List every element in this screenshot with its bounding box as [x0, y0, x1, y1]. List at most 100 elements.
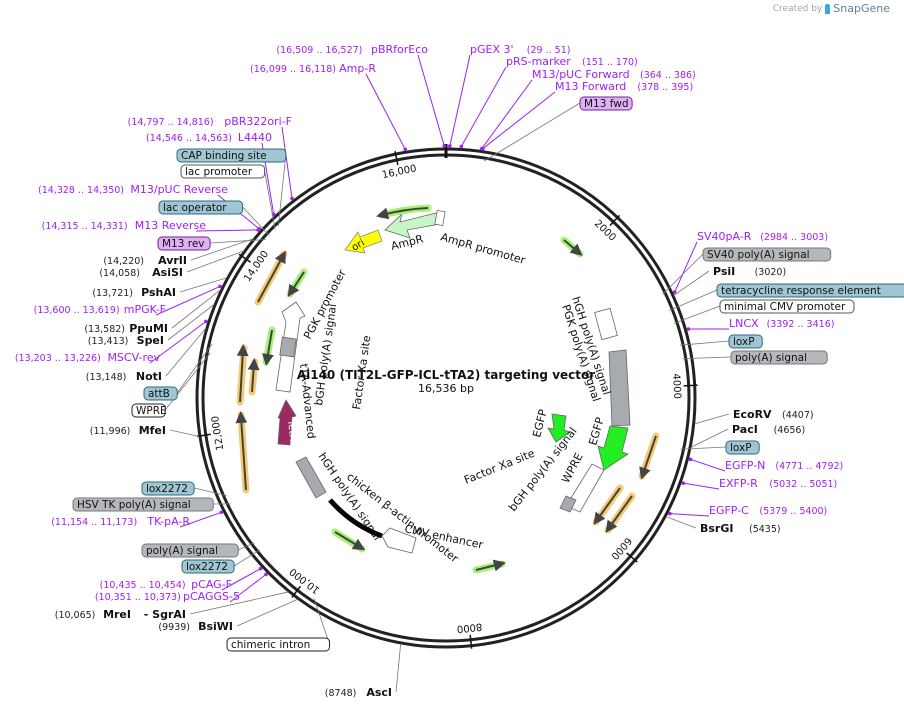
primer-range: (16,509 .. 16,527)	[276, 45, 362, 56]
primer-label[interactable]: pRS-marker(151 .. 170)	[506, 55, 638, 68]
feature-label-box[interactable]: HSV TK poly(A) signal	[72, 497, 214, 512]
primer-label[interactable]: pBRforEco (16,509 .. 16,527)	[276, 43, 428, 56]
bgh-polya-right-feature[interactable]	[559, 495, 577, 513]
feature-label-box[interactable]: lac operator	[158, 200, 244, 215]
tetr-feature[interactable]	[277, 399, 297, 446]
tick-mark	[683, 384, 698, 387]
inner-features	[275, 209, 631, 554]
enzyme-position: (11,996)	[90, 426, 131, 437]
primer-label[interactable]: M13 Forward(378 .. 395)	[555, 80, 693, 93]
ori-feature[interactable]	[344, 229, 383, 254]
feature-label-box[interactable]: lac promoter	[180, 164, 266, 179]
primer-label[interactable]: EGFP-C(5379 .. 5400)	[709, 504, 827, 517]
enzyme-name: MreI	[103, 608, 131, 621]
enzyme-label[interactable]: MfeI(11,996)	[90, 424, 166, 437]
primer-range: (5379 .. 5400)	[759, 506, 827, 517]
enzyme-label[interactable]: PpuMI(13,582)	[84, 322, 168, 335]
enzyme-name: AsiSI	[152, 266, 183, 279]
primer-leader-line	[482, 91, 556, 150]
primer-site-marker	[264, 572, 268, 577]
enzyme-leader-line	[395, 643, 402, 693]
feature-box-text: SV40 poly(A) signal	[707, 249, 810, 261]
hgh-polya-right-feature[interactable]	[594, 307, 618, 341]
enzyme-label[interactable]: SpeI(13,413)	[88, 334, 164, 347]
primer-range: (151 .. 170)	[582, 57, 638, 68]
feature-label-box[interactable]: WPRE	[131, 403, 167, 418]
feature-label-box[interactable]: minimal CMV promoter	[719, 299, 855, 314]
feature-label-box[interactable]: SV40 poly(A) signal	[702, 247, 832, 262]
enzyme-label[interactable]: AscI(8748)	[325, 686, 392, 699]
feature-box-bg	[143, 386, 178, 401]
primer-leader-line	[460, 66, 507, 147]
enzyme-label[interactable]: NotI(13,148)	[86, 370, 162, 383]
enzyme-position: (10,065)	[55, 610, 96, 621]
enzyme-position: (14,058)	[99, 268, 140, 279]
egfp-inner-feature[interactable]	[547, 413, 571, 443]
chicken-actin-promoter-feature[interactable]	[328, 498, 383, 539]
primer-label[interactable]: M13 Reverse(14,315 .. 14,331)	[42, 219, 207, 232]
enzyme-label[interactable]: BsrGI(5435)	[700, 522, 781, 535]
feature-label-box[interactable]: lox2272	[141, 481, 195, 496]
pgk-polya-feature[interactable]	[608, 349, 631, 427]
primer-label[interactable]: pCAGGS-5(10,351 .. 10,373)	[95, 590, 240, 603]
primer-label[interactable]: pBR322ori-F(14,797 .. 14,816)	[128, 115, 292, 128]
feature-box-bg	[730, 350, 828, 365]
primer-label[interactable]: TK-pA-R(11,154 .. 11,173)	[51, 515, 190, 528]
feature-label-box[interactable]: CAP binding site	[176, 148, 287, 163]
enzyme-label[interactable]: AsiSI (14,058)	[99, 266, 183, 279]
primer-name: pBRforEco	[371, 43, 428, 56]
primer-label[interactable]: Amp-R(16,099 .. 16,118)	[250, 62, 376, 75]
tick-mark	[196, 433, 211, 438]
primer-name: L4440	[238, 131, 272, 144]
primer-label[interactable]: EXFP-R(5032 .. 5051)	[719, 477, 837, 490]
snapgene-logo-icon	[825, 3, 831, 14]
feature-box-text: lac promoter	[185, 166, 253, 178]
bgh-polya-left-feature[interactable]	[279, 336, 297, 358]
ampr-promoter-feature[interactable]	[434, 209, 446, 227]
enzyme-position: (9939)	[158, 622, 190, 633]
primer-site-marker	[256, 228, 261, 232]
feature-label-box[interactable]: lox2272	[181, 559, 235, 574]
primer-label[interactable]: pCAG-F(10,435 .. 10,454)	[100, 578, 232, 591]
feature-label-box[interactable]: tetracycline response element	[716, 283, 904, 298]
orf-arrow	[475, 559, 506, 572]
primer-label[interactable]: EGFP-N(4771 .. 4792)	[725, 459, 843, 472]
enzyme-position: (4407)	[782, 410, 814, 421]
enzyme-label[interactable]: PsiI(3020)	[713, 265, 786, 278]
primer-label[interactable]: M13/pUC Reverse(14,328 .. 14,350)	[38, 183, 228, 196]
primer-leader-line	[195, 229, 259, 232]
primer-label[interactable]: MSCV-rev(13,203 .. 13,226)	[15, 351, 161, 364]
orf-arrow	[287, 271, 305, 298]
feature-label-box[interactable]: M13 fwd	[579, 96, 633, 111]
primer-label[interactable]: LNCX(3392 .. 3416)	[729, 317, 834, 330]
feature-label-box[interactable]: attB	[143, 386, 178, 401]
feature-label-box[interactable]: loxP	[728, 334, 763, 349]
enzyme-leader-line	[190, 238, 254, 261]
primer-label[interactable]: pGEX 3'(29 .. 51)	[470, 43, 570, 56]
primer-label[interactable]: L4440(14,546 .. 14,563)	[146, 131, 272, 144]
feature-label-box[interactable]: loxP	[725, 440, 760, 455]
feature-box-text: CAP binding site	[181, 150, 267, 162]
enzyme-label[interactable]: AvrII(14,220)	[103, 254, 187, 267]
enzyme-position: (13,582)	[84, 324, 125, 335]
egfp-feature[interactable]	[597, 425, 629, 471]
feature-box-text: HSV TK poly(A) signal	[77, 499, 191, 511]
primer-site-marker	[204, 319, 208, 324]
cmv-enhancer-feature[interactable]	[381, 527, 417, 554]
feature-label-box[interactable]: poly(A) signal	[141, 543, 239, 558]
enzyme-label[interactable]: BsiWI(9939)	[158, 620, 233, 633]
hgh-polya-bottom-feature[interactable]	[295, 456, 327, 499]
feature-label-box[interactable]: poly(A) signal	[730, 350, 828, 365]
feature-label-box[interactable]: chimeric intron	[226, 637, 330, 652]
ampr-feature[interactable]	[384, 211, 441, 239]
primer-label[interactable]: M13/pUC Forward(364 .. 386)	[532, 68, 696, 81]
primer-label[interactable]: SV40pA-R(2984 .. 3003)	[697, 230, 828, 243]
enzyme-label[interactable]: PshAI(13,721)	[92, 286, 176, 299]
enzyme-label[interactable]: PacI(4656)	[732, 423, 805, 436]
feature-leader-line	[242, 206, 270, 236]
primer-label[interactable]: mPGK-F(13,600 .. 13,619)	[34, 303, 166, 316]
enzyme-label[interactable]: EcoRV(4407)	[733, 408, 814, 421]
tick-mark	[394, 151, 399, 166]
feature-label-box[interactable]: M13 rev	[157, 236, 211, 251]
